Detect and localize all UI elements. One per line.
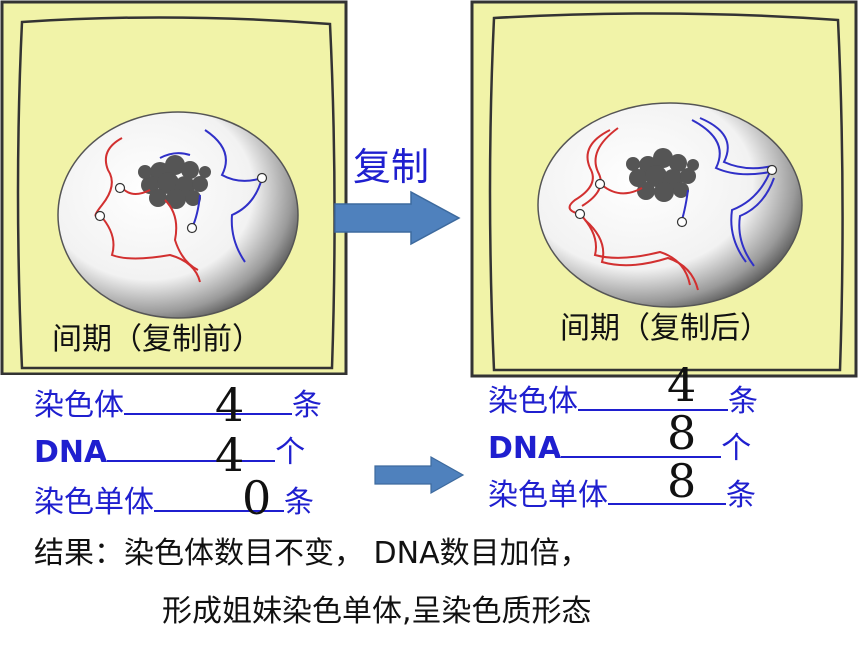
stat-label: 染色体 xyxy=(34,388,124,423)
stat-label: 染色体 xyxy=(488,384,578,419)
after-chromosome-row: 染色体 条 xyxy=(488,376,758,420)
after-chromatid-row: 染色单体 条 xyxy=(488,470,756,514)
stat-label: DNA xyxy=(34,435,108,470)
stat-unit: 个 xyxy=(721,431,752,466)
cell-before-diagram xyxy=(0,0,348,375)
stat-label: 染色单体 xyxy=(34,485,154,520)
after-chromatid-value: 8 xyxy=(667,454,697,508)
before-chromatid-value: 0 xyxy=(242,471,272,525)
before-dna-row: DNA 个 xyxy=(34,427,305,471)
nucleus xyxy=(537,102,803,308)
result-line-2: 形成姐妹染色单体,呈染色质形态 xyxy=(162,594,592,629)
copy-label: 复制 xyxy=(353,145,430,189)
result-line-1: 结果：染色体数目不变， DNA数目加倍， xyxy=(34,536,590,571)
stat-unit: 条 xyxy=(726,478,756,513)
nucleolus xyxy=(138,155,211,209)
stat-unit: 条 xyxy=(728,384,758,419)
before-dna-value: 4 xyxy=(215,428,245,482)
before-chromatid-row: 染色单体 条 xyxy=(34,477,314,521)
phase-label-after: 间期（复制后） xyxy=(560,311,770,346)
chromosomes-blue xyxy=(679,117,775,267)
stat-label: DNA xyxy=(488,431,562,466)
phase-label-before: 间期（复制前） xyxy=(52,322,262,357)
nucleolus xyxy=(626,148,699,202)
chromosomes-red xyxy=(568,127,699,291)
after-dna-value: 8 xyxy=(667,406,697,460)
stat-label: 染色单体 xyxy=(488,478,608,513)
copy-arrow xyxy=(334,190,461,246)
cell-membrane xyxy=(488,12,844,372)
before-chromosome-value: 4 xyxy=(215,378,245,432)
after-dna-row: DNA 个 xyxy=(488,423,751,467)
stat-unit: 条 xyxy=(292,388,322,423)
stats-arrow xyxy=(374,455,465,495)
after-chromosome-value: 4 xyxy=(667,358,697,412)
stat-unit: 条 xyxy=(284,485,314,520)
centromeres xyxy=(574,164,778,228)
centromeres xyxy=(94,172,268,234)
before-chromosome-row: 染色体 条 xyxy=(34,380,322,424)
stat-unit: 个 xyxy=(275,435,306,470)
nucleus xyxy=(57,111,299,319)
cell-after-diagram xyxy=(470,0,858,378)
